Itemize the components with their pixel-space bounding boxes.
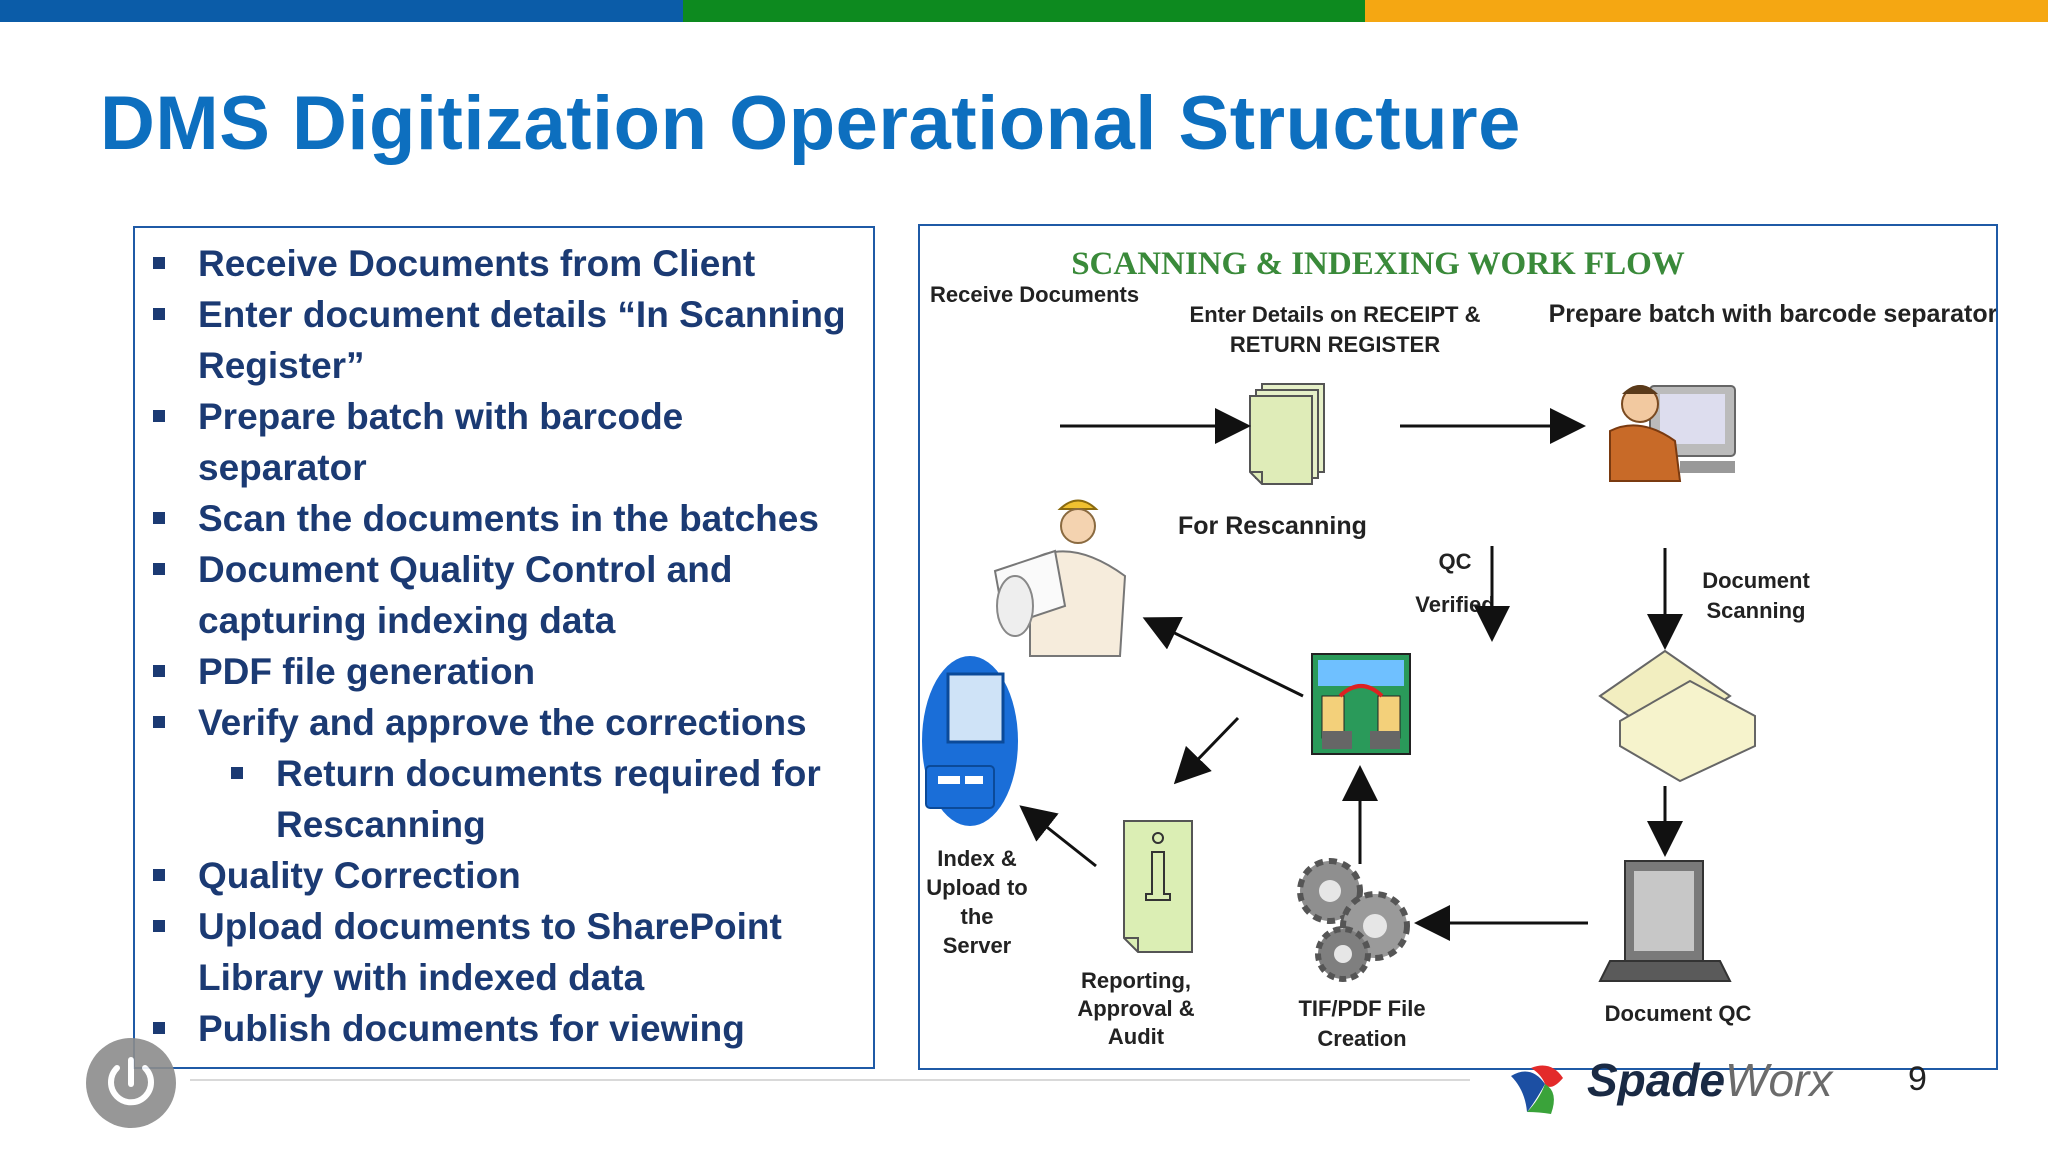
label-document-scanning-line1: Document bbox=[1702, 568, 1810, 593]
spadeworx-logo: SpadeWorx bbox=[1505, 1050, 1885, 1120]
bullet-item: Document Quality Control and capturing i… bbox=[135, 544, 873, 646]
label-for-rescanning: For Rescanning bbox=[1178, 512, 1367, 540]
label-reporting-line1: Reporting, bbox=[1081, 968, 1191, 993]
workflow-diagram: SCANNING & INDEXING WORK FLOW Receive Do… bbox=[918, 224, 1998, 1070]
bullet-item: Receive Documents from Client bbox=[135, 238, 873, 289]
bullet-item: Upload documents to SharePoint Library w… bbox=[135, 901, 873, 1003]
label-reporting-line3: Audit bbox=[1108, 1024, 1165, 1049]
label-qc: QC bbox=[1439, 549, 1472, 574]
top-bar-green bbox=[682, 0, 1366, 22]
top-color-bar bbox=[0, 0, 2048, 22]
logo-svg: SpadeWorx bbox=[1511, 1054, 1834, 1114]
laptop-icon bbox=[1598, 860, 1732, 982]
bullet-item: Quality Correction bbox=[135, 850, 873, 901]
bullet-item: Verify and approve the corrections bbox=[135, 697, 873, 748]
label-enter-details-line1: Enter Details on RECEIPT & bbox=[1190, 302, 1481, 327]
svg-text:SpadeWorx: SpadeWorx bbox=[1587, 1054, 1834, 1106]
bullet-list-box: Receive Documents from Client Enter docu… bbox=[133, 226, 875, 1069]
bullet-list: Receive Documents from Client Enter docu… bbox=[135, 238, 873, 1054]
power-icon bbox=[108, 1057, 154, 1106]
label-index-line3: the bbox=[961, 904, 994, 929]
bullet-item: Enter document details “In Scanning Regi… bbox=[135, 289, 873, 391]
transfer-icon bbox=[1311, 653, 1411, 755]
label-enter-details-line2: RETURN REGISTER bbox=[1230, 332, 1440, 357]
workflow-title: SCANNING & INDEXING WORK FLOW bbox=[1071, 246, 1685, 282]
bullet-item: PDF file generation bbox=[135, 646, 873, 697]
gears-icon bbox=[1297, 858, 1410, 982]
top-bar-blue bbox=[0, 0, 683, 22]
label-receive-documents: Receive Documents bbox=[930, 282, 1139, 307]
bullet-item: Prepare batch with barcode separator bbox=[135, 391, 873, 493]
label-reporting-line2: Approval & bbox=[1077, 996, 1194, 1021]
logo-text-bold: Spade bbox=[1587, 1054, 1725, 1106]
workflow-svg: SCANNING & INDEXING WORK FLOW Receive Do… bbox=[922, 246, 1996, 1051]
computer-icon bbox=[922, 656, 1018, 826]
power-button[interactable] bbox=[86, 1038, 176, 1128]
report-document-icon bbox=[1123, 820, 1193, 953]
label-prepare-batch: Prepare batch with barcode separator bbox=[1549, 300, 1996, 328]
engineer-icon bbox=[993, 499, 1127, 657]
bullet-item: Publish documents for viewing bbox=[135, 1003, 873, 1054]
label-document-qc: Document QC bbox=[1605, 1001, 1752, 1026]
label-verified: Verified bbox=[1415, 592, 1494, 617]
slide-title: DMS Digitization Operational Structure bbox=[100, 81, 1521, 166]
label-index-line4: Server bbox=[943, 933, 1012, 958]
worker-at-computer-icon bbox=[1609, 385, 1736, 482]
label-document-scanning-line2: Scanning bbox=[1706, 598, 1805, 623]
scanner-icon bbox=[1598, 649, 1756, 783]
label-tif-line1: TIF/PDF File bbox=[1298, 996, 1425, 1021]
bullet-item: Scan the documents in the batches bbox=[135, 493, 873, 544]
sub-bullet-item: Return documents required for Rescanning bbox=[135, 748, 873, 850]
footer-divider bbox=[190, 1079, 1470, 1081]
page-number: 9 bbox=[1908, 1060, 1927, 1098]
documents-stack-icon bbox=[1249, 383, 1325, 485]
logo-text-light: Worx bbox=[1725, 1054, 1834, 1106]
label-tif-line2: Creation bbox=[1317, 1026, 1406, 1051]
label-index-line2: Upload to bbox=[926, 875, 1027, 900]
top-bar-orange bbox=[1365, 0, 2048, 22]
label-index-line1: Index & bbox=[937, 846, 1017, 871]
